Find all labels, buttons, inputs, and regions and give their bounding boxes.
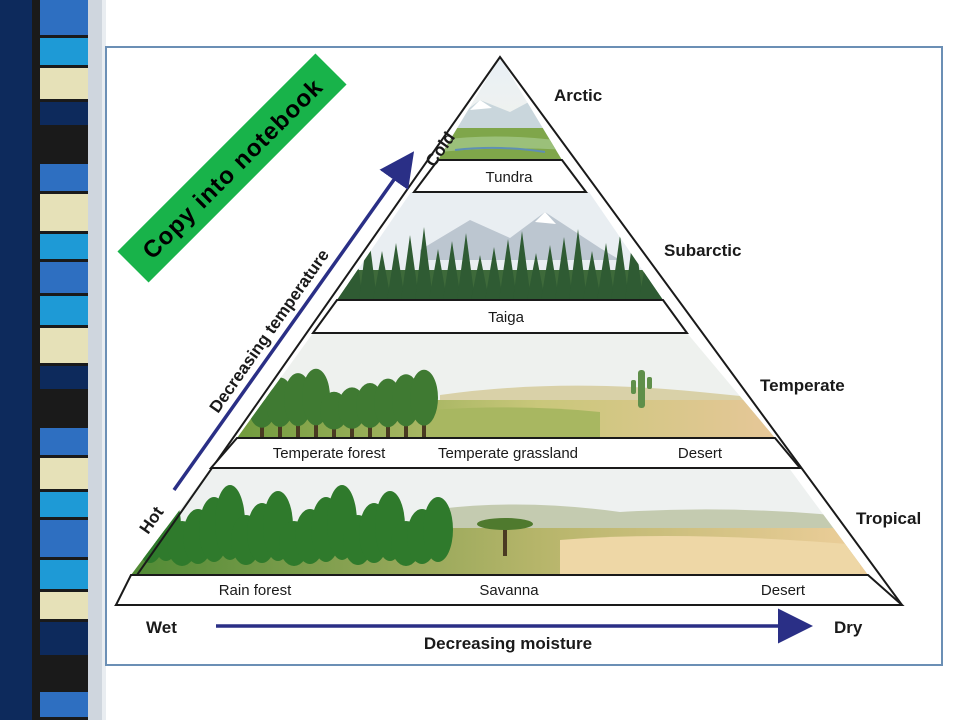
temperature-arrow (172, 151, 415, 492)
conifer-tree-icon (415, 227, 433, 300)
sidebar-band (40, 164, 88, 191)
conifer-tree-icon (471, 255, 489, 300)
biome-pyramid (114, 55, 905, 606)
sidebar-band (40, 102, 88, 125)
conifer-tree-icon (527, 253, 545, 300)
conifer-tree-icon (541, 245, 559, 300)
sidebar-band (40, 592, 88, 619)
conifer-tree-icon (569, 229, 587, 300)
conifer-tree-icon (387, 243, 405, 300)
zone-label-temperate: Temperate (760, 376, 845, 395)
sidebar-band (40, 428, 88, 455)
sidebar-band (40, 458, 88, 489)
conifer-tree-icon (457, 233, 475, 300)
conifer-tree-icon (499, 239, 517, 300)
sidebar-band (40, 520, 88, 557)
tropical-illustration (131, 468, 868, 575)
biome-label-temperate-desert: Desert (678, 445, 723, 462)
moisture-low-label: Wet (146, 618, 177, 637)
taiga-illustration (337, 192, 663, 300)
sidebar-band (40, 492, 88, 517)
sidebar-band (40, 560, 88, 589)
conifer-tree-icon (583, 251, 601, 300)
biome-label-rain-forest: Rain forest (219, 582, 292, 599)
sidebar-band (40, 38, 88, 65)
moisture-high-label: Dry (834, 618, 863, 637)
biome-label-taiga: Taiga (488, 309, 525, 326)
zone-label-arctic: Arctic (554, 86, 602, 105)
sidebar-strip (0, 0, 106, 720)
stamp-background (117, 53, 347, 283)
moisture-axis-label: Decreasing moisture (424, 634, 592, 653)
zone-label-tropical: Tropical (856, 509, 921, 528)
temperate-illustration (237, 333, 775, 438)
conifer-tree-icon (359, 229, 377, 300)
sidebar-band (40, 262, 88, 293)
biome-label-tropical-desert: Desert (761, 582, 806, 599)
conifer-tree-icon (625, 227, 643, 300)
biome-label-temperate-forest: Temperate forest (273, 445, 386, 462)
acacia-tree-icon (477, 518, 533, 556)
deciduous-tree-icon (410, 369, 438, 426)
conifer-tree-icon (555, 237, 573, 300)
sidebar-band (40, 328, 88, 363)
zone-label-subarctic: Subarctic (664, 241, 741, 260)
conifer-tree-icon (373, 251, 391, 300)
conifer-tree-icon (485, 247, 503, 300)
conifer-tree-icon (611, 235, 629, 300)
sidebar-band (40, 658, 88, 689)
conifer-tree-icon (513, 231, 531, 300)
sidebar-band (40, 194, 88, 231)
sidebar-band (40, 692, 88, 717)
conifer-tree-icon (429, 249, 447, 300)
conifer-tree-icon (401, 235, 419, 300)
biome-label-temperate-grassland: Temperate grassland (438, 445, 578, 462)
sidebar-band (40, 392, 88, 425)
conifer-tree-icon (597, 243, 615, 300)
sidebar-band (40, 296, 88, 325)
sidebar-band (40, 0, 88, 35)
cactus-icon (631, 370, 652, 408)
conifer-tree-icon (443, 241, 461, 300)
sidebar-band (40, 234, 88, 259)
biome-label-tundra: Tundra (486, 169, 534, 186)
sidebar-band (40, 366, 88, 389)
sidebar-band (40, 68, 88, 99)
biome-label-savanna: Savanna (479, 582, 539, 599)
sidebar-band (40, 128, 88, 161)
rainforest-tree-icon (423, 497, 453, 562)
sidebar-band (40, 622, 88, 655)
